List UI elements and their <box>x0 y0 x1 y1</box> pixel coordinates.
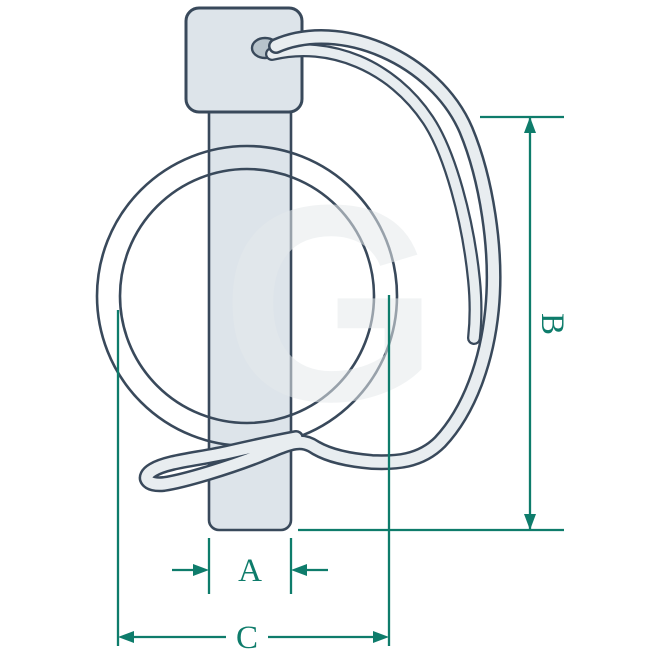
watermark-logo: G <box>221 148 439 460</box>
dim-c-arrow-left <box>118 631 134 643</box>
dimension-b-label: B <box>534 313 570 335</box>
dimension-a: A <box>172 538 328 594</box>
dim-a-arrow-left-pointing <box>291 564 307 576</box>
dim-b-arrow-up <box>524 117 536 133</box>
clip-wire-body <box>141 31 499 490</box>
dim-c-arrow-right <box>373 631 389 643</box>
clip-wire-inner-body <box>267 45 481 343</box>
pin-shaft <box>207 108 293 532</box>
dimension-c: C <box>116 295 391 650</box>
dimension-c-label: C <box>236 620 258 650</box>
dimension-a-label: A <box>238 553 262 589</box>
dim-b-arrow-down <box>524 514 536 530</box>
dimension-b: B <box>298 115 570 532</box>
dim-a-arrow-right-pointing <box>193 564 209 576</box>
pin-head <box>184 6 304 114</box>
ring-inner-circle <box>118 167 376 425</box>
